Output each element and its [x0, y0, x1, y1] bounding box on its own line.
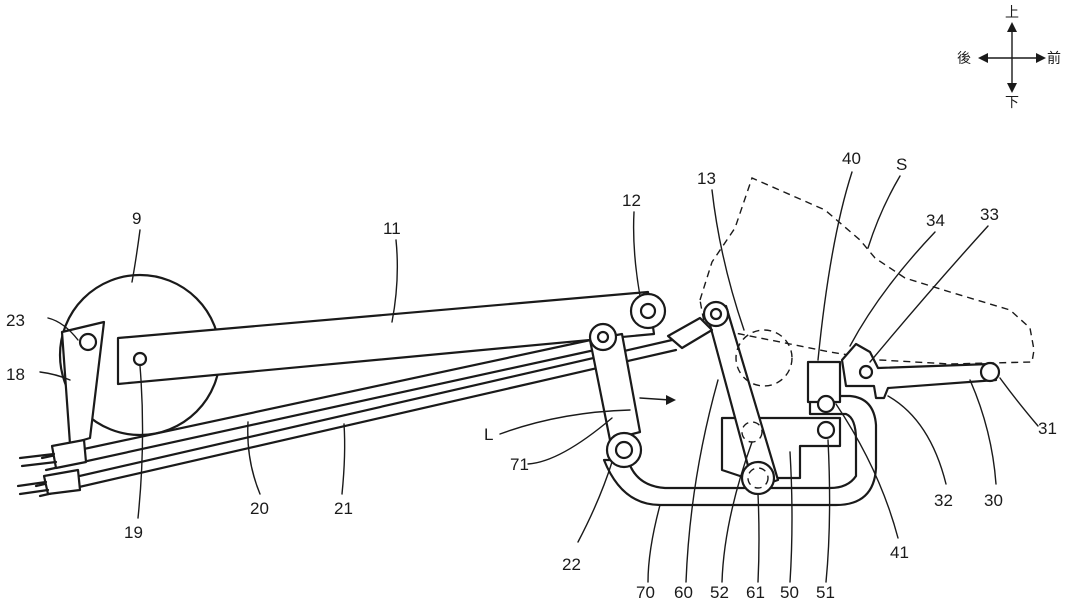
pivot-61	[740, 460, 776, 496]
label-71: 71	[510, 455, 529, 474]
leader-lines	[39, 171, 1039, 583]
motion-arrow-icon	[666, 395, 676, 405]
label-l: L	[484, 425, 493, 444]
arrow-left-icon	[978, 53, 988, 63]
pin-51	[816, 420, 836, 440]
label-33: 33	[980, 205, 999, 224]
label-18: 18	[6, 365, 25, 384]
clamp-30	[840, 342, 998, 400]
label-50: 50	[780, 583, 799, 602]
pin-33	[858, 364, 874, 380]
label-13: 13	[697, 169, 716, 188]
label-52: 52	[710, 583, 729, 602]
lever-18	[60, 320, 106, 446]
arrow-up-icon	[1007, 22, 1017, 32]
rod-21-b	[38, 348, 678, 498]
label-up: 上	[1005, 5, 1019, 21]
arrow-right-icon	[1036, 53, 1046, 63]
label-22: 22	[562, 555, 581, 574]
label-down: 下	[1005, 95, 1019, 111]
arrow-down-icon	[1007, 83, 1017, 93]
pin-41	[816, 394, 836, 414]
shoe-outline	[699, 177, 1035, 365]
label-23: 23	[6, 311, 25, 330]
label-11: 11	[383, 219, 401, 238]
bracket-40	[806, 360, 842, 404]
label-30: 30	[984, 491, 1003, 510]
label-41: 41	[890, 543, 909, 562]
label-s: S	[896, 155, 907, 174]
label-9: 9	[132, 209, 141, 228]
label-12: 12	[622, 191, 641, 210]
label-60: 60	[674, 583, 693, 602]
label-61: 61	[746, 583, 765, 602]
label-31: 31	[1038, 419, 1057, 438]
label-19: 19	[124, 523, 143, 542]
label-40: 40	[842, 149, 861, 168]
label-front: 前	[1047, 50, 1061, 67]
label-back: 後	[957, 51, 971, 67]
pin-19	[132, 351, 148, 367]
label-51: 51	[816, 583, 835, 602]
label-34: 34	[926, 211, 945, 230]
rod-20-a	[40, 336, 602, 460]
rod-20-b	[44, 346, 606, 472]
pivot-31	[979, 361, 1001, 383]
pin-23	[78, 332, 98, 352]
direction-legend: 上 下 後 前	[957, 5, 1061, 111]
label-70: 70	[636, 583, 655, 602]
reference-labels: 9 11 12 13 18 19 20 21 22 23 30 31 32 33…	[6, 149, 1057, 602]
label-32: 32	[934, 491, 953, 510]
label-21: 21	[334, 499, 353, 518]
label-20: 20	[250, 499, 269, 518]
arm-11	[116, 290, 656, 386]
